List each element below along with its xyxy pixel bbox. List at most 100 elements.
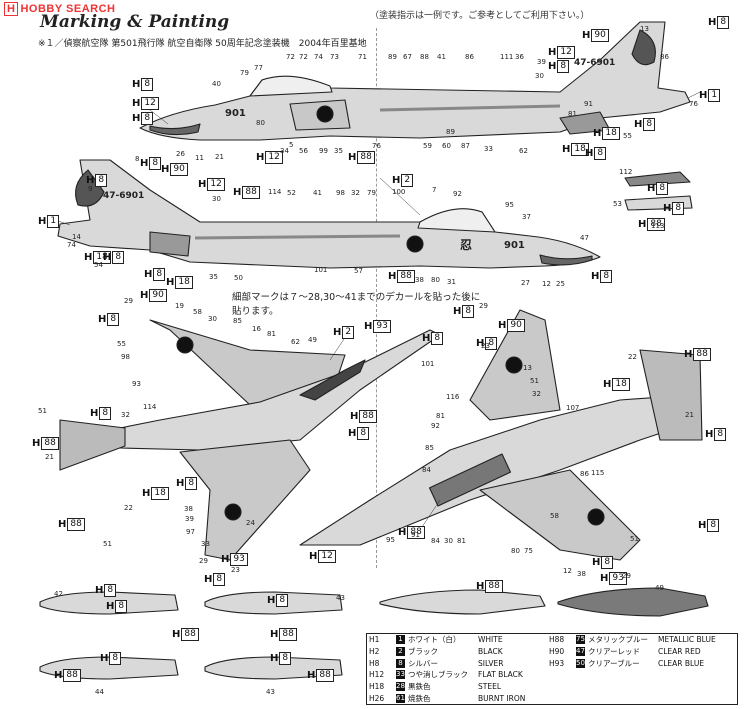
decal-number: 60 <box>442 142 451 150</box>
color-chip: 2 <box>396 647 405 657</box>
decal-number: 92 <box>431 422 440 430</box>
decal-number: 21 <box>685 411 694 419</box>
decal-number: 77 <box>254 64 263 72</box>
callout-color-number: 88 <box>316 669 334 682</box>
callout-prefix: H <box>256 152 265 163</box>
callout-prefix: H <box>592 557 601 568</box>
decal-number: 81 <box>457 537 466 545</box>
decal-number: 30 <box>212 195 221 203</box>
top-stabilizer <box>59 419 126 471</box>
decal-number: 13 <box>523 364 532 372</box>
bottom-roundel-upper <box>505 356 523 374</box>
decal-number: 32 <box>121 411 130 419</box>
callout-color-number: 93 <box>373 320 391 333</box>
decal-number: 23 <box>231 566 240 574</box>
callout-color-number: 8 <box>714 428 727 441</box>
bottom-stabilizer <box>639 349 703 441</box>
color-chip: 33 <box>396 670 405 680</box>
decal-number: 81 <box>568 110 577 118</box>
watermark-box: H <box>4 2 19 16</box>
decal-number: 116 <box>446 393 460 401</box>
callout-color-number: 8 <box>600 270 613 283</box>
decal-number: 51 <box>38 407 47 415</box>
callout-color-number: 18 <box>151 487 169 500</box>
decal-number: 111 <box>500 53 514 61</box>
decal-number: 87 <box>461 142 470 150</box>
decal-number: 113 <box>651 222 665 230</box>
callout-color-number: 88 <box>41 437 59 450</box>
tail-code-right: 47-6901 <box>574 58 616 68</box>
callout-prefix: H <box>593 128 602 139</box>
callout-color-number: 8 <box>594 147 607 160</box>
roundel-right <box>316 105 334 123</box>
callout-color-number: 8 <box>485 337 498 350</box>
color-name-jp: メタリックブルー <box>588 635 648 645</box>
callout-color-number: 8 <box>185 477 198 490</box>
page-title: Marking & Painting <box>40 12 230 32</box>
decal-number: 33 <box>484 145 493 153</box>
decal-number: 115 <box>591 469 605 477</box>
callout-prefix: H <box>591 271 600 282</box>
callout-prefix: H <box>100 653 109 664</box>
decal-number: 34 <box>280 147 289 155</box>
color-name-jp: 黒鉄色 <box>408 682 431 692</box>
callout-prefix: H <box>398 527 407 538</box>
callout-color-number: 12 <box>557 46 575 59</box>
color-name-jp: ホワイト（白） <box>408 635 461 645</box>
callout-prefix: H <box>161 164 170 175</box>
callout-prefix: H <box>270 629 279 640</box>
decal-number: 29 <box>124 297 133 305</box>
callout-prefix: H <box>132 113 141 124</box>
color-name-en: STEEL <box>478 682 501 692</box>
callout-color-number: 88 <box>67 518 85 531</box>
callout-prefix: H <box>582 30 591 41</box>
decal-number: 30 <box>444 537 453 545</box>
callout-prefix: H <box>476 338 485 349</box>
decal-number: 29 <box>622 572 631 580</box>
callout-prefix: H <box>54 670 63 681</box>
callout-prefix: H <box>233 187 242 198</box>
decal-number: 101 <box>314 266 328 274</box>
decal-number: 37 <box>522 213 531 221</box>
callout-color-number: 8 <box>99 407 112 420</box>
decal-number: 29 <box>199 557 208 565</box>
decal-number: 86 <box>580 470 589 478</box>
color-name-jp: クリアーブルー <box>588 658 640 668</box>
callout-prefix: H <box>132 79 141 90</box>
bottom-roundel-lower <box>587 508 605 526</box>
callout-color-number: 93 <box>609 572 627 585</box>
callout-prefix: H <box>176 478 185 489</box>
color-name-jp: クリアーレッド <box>588 647 641 657</box>
color-name-jp: つや消しブラック <box>408 670 468 680</box>
callout-prefix: H <box>132 98 141 109</box>
callout-color-number: 8 <box>672 202 685 215</box>
bottom-wing-lower <box>479 469 641 561</box>
callout-prefix: H <box>603 379 612 390</box>
decal-number: 39 <box>185 515 194 523</box>
decal-number: 49 <box>655 584 664 592</box>
decal-number: 36 <box>515 53 524 61</box>
decal-number: 79 <box>367 189 376 197</box>
color-name-jp: ブラック <box>408 647 438 657</box>
